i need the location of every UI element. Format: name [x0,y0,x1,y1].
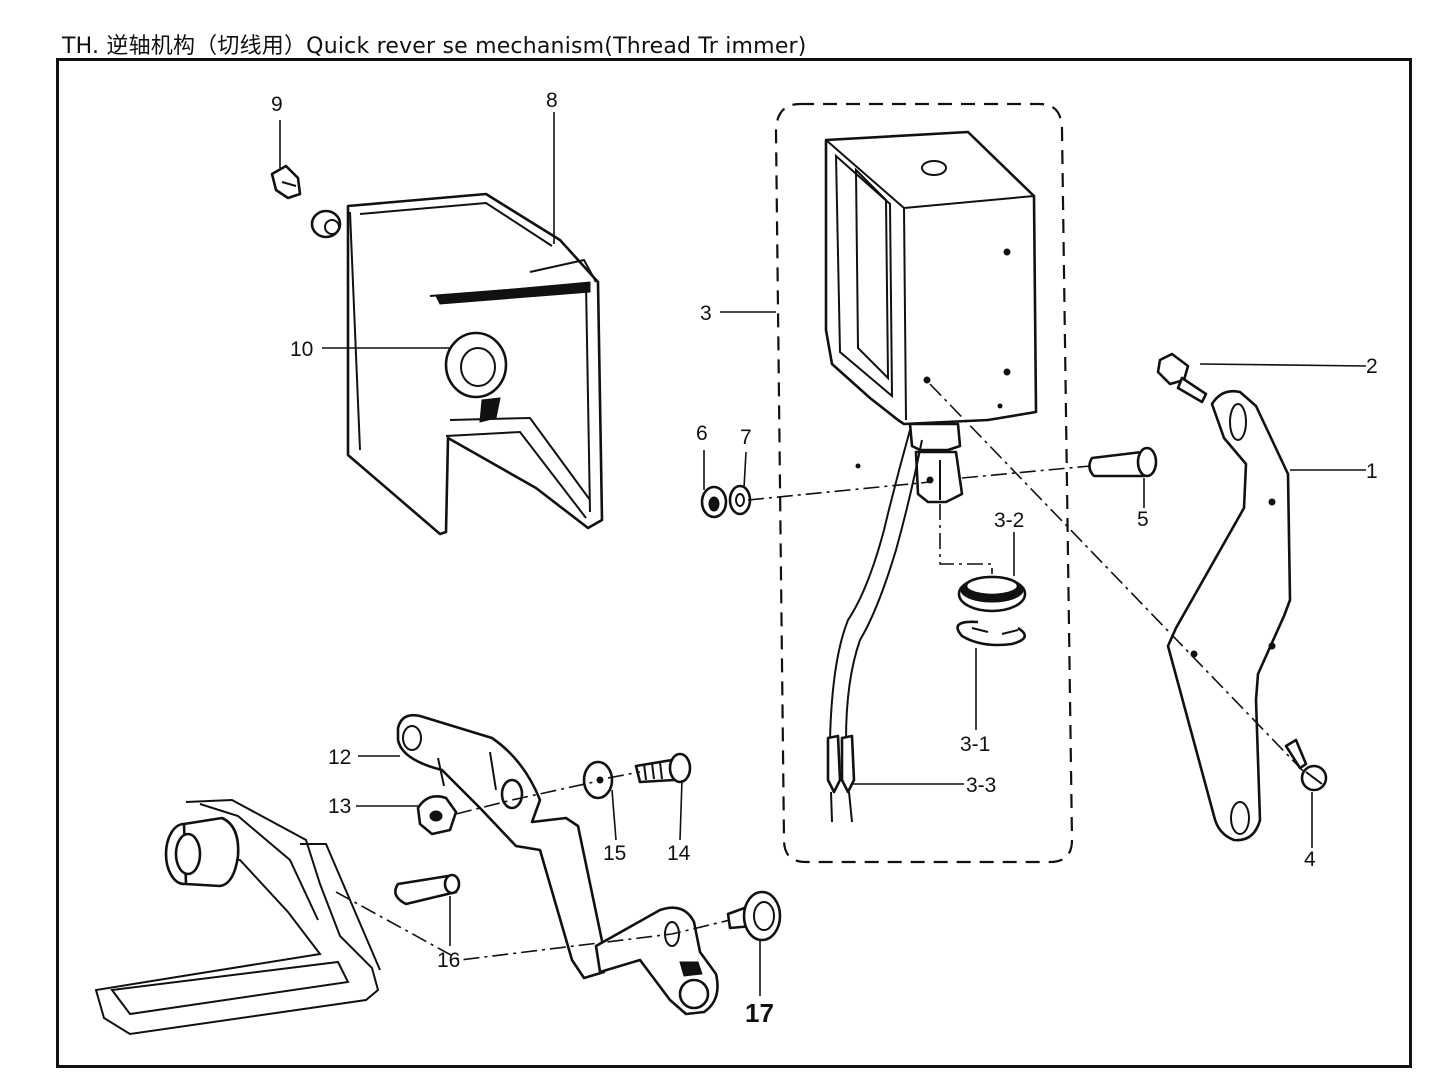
callout-13: 13 [328,795,351,818]
washer-part-7 [728,484,752,516]
e-ring-part-3-1 [956,620,1026,647]
callout-12: 12 [328,746,351,769]
pin-part-16 [394,873,461,906]
screw-part-14 [634,752,692,784]
washer-part-15 [582,760,614,800]
diagram-frame [56,58,1412,1068]
nut-part-13 [416,795,458,836]
callout-labels: 9 8 10 3 2 1 5 6 7 3-2 3-1 3-3 4 12 13 1… [271,89,1378,1028]
screw-part-9 [270,164,342,239]
lever-part-12 [396,713,608,980]
callout-14: 14 [667,842,691,865]
assembly-center-lines [335,383,1307,961]
callout-17: 17 [745,998,774,1028]
callout-8: 8 [546,89,558,112]
callout-4: 4 [1304,848,1316,871]
assembly-outline-part-3 [774,102,1074,864]
wires-part-3-3 [826,429,923,823]
lever-arm-part-17-mount [594,906,719,1016]
e-ring-part-6 [700,485,728,519]
callout-2: 2 [1366,355,1378,378]
callout-16: 16 [437,949,460,972]
callout-leader-lines [279,112,1367,996]
page-title: TH. 逆轴机构（切线用）Quick rever se mechanism(Th… [62,34,807,59]
screw-part-17 [726,890,782,942]
callout-3-2: 3-2 [994,509,1024,532]
callout-5: 5 [1137,508,1149,531]
callout-3-1: 3-1 [960,733,990,756]
callout-1: 1 [1366,460,1378,483]
solenoid-part-3 [824,130,1038,504]
callout-9: 9 [271,93,283,116]
ring-bushing-part-10 [444,331,508,423]
screw-part-4 [1284,738,1328,792]
callout-10: 10 [290,338,313,361]
callout-15: 15 [603,842,626,865]
washer-part-3-2 [957,575,1027,613]
callout-3-3: 3-3 [966,774,996,797]
bracket-part-1 [1166,389,1292,842]
treadle-frame [94,798,381,1036]
pin-part-5 [1088,446,1158,478]
screw-part-2 [1156,352,1208,404]
callout-6: 6 [696,422,708,445]
callout-7: 7 [740,426,752,449]
callout-3: 3 [700,302,712,325]
